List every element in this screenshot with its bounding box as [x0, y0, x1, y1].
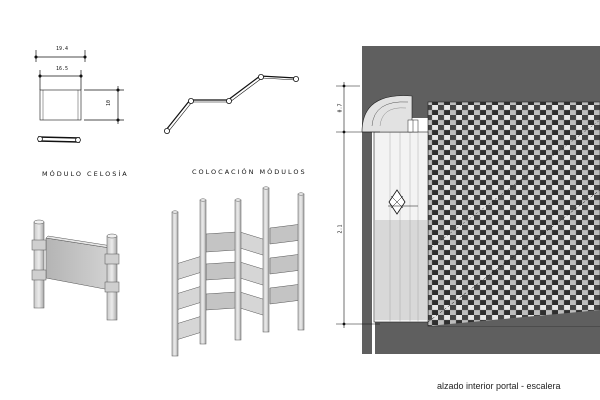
module-plan-drawing [34, 50, 124, 143]
dim-top-outer: 19.4 [56, 46, 69, 52]
dim-side-height: 10 [106, 99, 113, 107]
module-placement-plan [163, 74, 299, 134]
label-modulo-celosia: MÓDULO CELOSÍA [42, 170, 129, 178]
dim-elev-upper: 0.7 [337, 103, 344, 113]
modules-assembly-3d [171, 186, 305, 357]
label-colocacion-modulos: COLOCACIÓN MÓDULOS [192, 168, 307, 176]
interior-elevation [336, 46, 600, 354]
dim-top-inner: 16.5 [56, 66, 69, 72]
dim-elev-lower: 2.1 [337, 224, 344, 234]
drawing-caption: alzado interior portal - escalera [437, 381, 561, 391]
module-3d-view [31, 219, 120, 321]
